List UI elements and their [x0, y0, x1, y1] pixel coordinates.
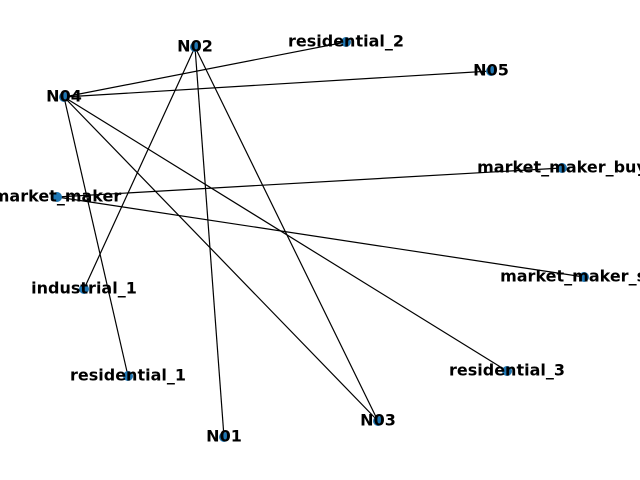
node-label-N01: N01 [206, 427, 242, 446]
node-layer [52, 37, 589, 442]
edge-N02-N01 [194, 46, 225, 438]
edge-layer [56, 41, 585, 438]
edge-N02-N03 [194, 46, 379, 422]
edge-N04-residential_2 [63, 41, 347, 98]
node-N03 [373, 416, 383, 426]
node-N01 [219, 432, 229, 442]
node-label-residential_2: residential_2 [288, 32, 404, 51]
node-N04 [59, 92, 69, 102]
node-market_maker [52, 192, 62, 202]
node-label-industrial_1: industrial_1 [31, 279, 137, 298]
node-market_maker_buy [557, 163, 567, 173]
node-label-residential_1: residential_1 [70, 366, 186, 385]
node-N02 [190, 42, 200, 52]
node-label-N04: N04 [46, 87, 82, 106]
node-residential_1 [123, 371, 133, 381]
node-label-N03: N03 [360, 411, 396, 430]
edge-market_maker-market_maker_sell [56, 196, 585, 278]
node-residential_2 [341, 37, 351, 47]
node-label-market_maker: market_maker [0, 187, 121, 206]
edge-N04-N05 [63, 70, 492, 98]
edge-N04-residential_3 [63, 96, 508, 372]
node-label-N05: N05 [473, 61, 509, 80]
edge-N04-residential_1 [63, 96, 129, 377]
node-residential_3 [502, 366, 512, 376]
node-market_maker_sell [579, 272, 589, 282]
node-industrial_1 [79, 284, 89, 294]
node-label-market_maker_buy: market_maker_buy [477, 158, 640, 177]
node-label-market_maker_sell: market_maker_sell [500, 267, 640, 286]
node-N05 [486, 66, 496, 76]
edge-market_maker-market_maker_buy [56, 167, 563, 198]
edge-N02-industrial_1 [83, 46, 196, 290]
edge-N04-N03 [63, 96, 379, 422]
node-label-N02: N02 [177, 37, 213, 56]
node-label-residential_3: residential_3 [449, 361, 565, 380]
